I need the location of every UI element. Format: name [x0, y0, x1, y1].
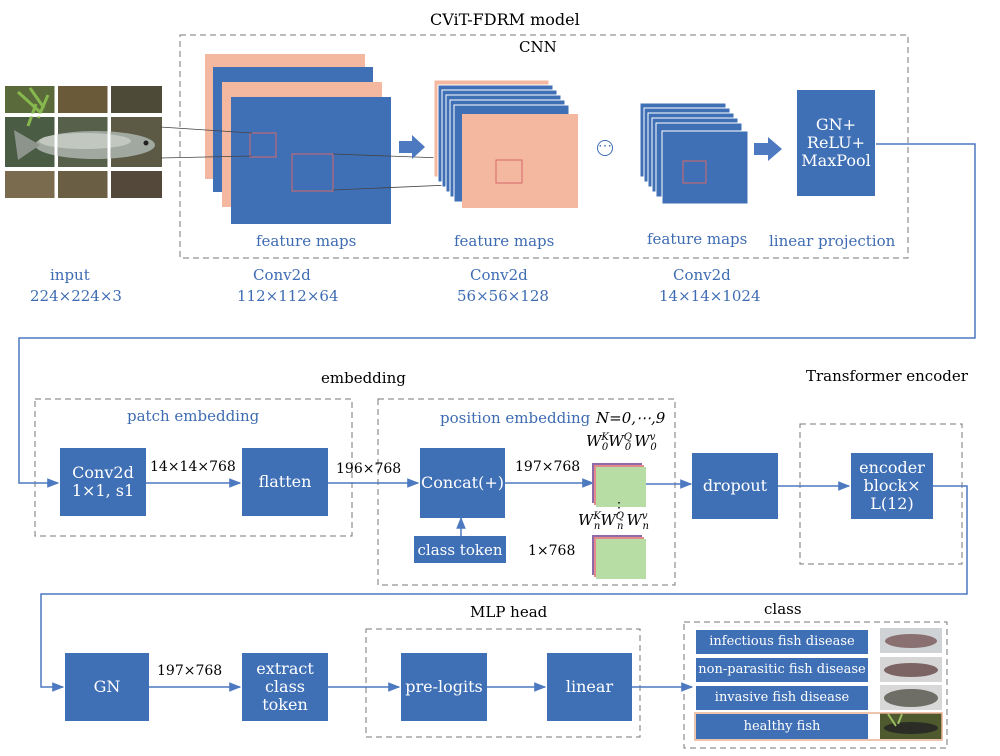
w-q-top: W: [608, 432, 624, 450]
flatten-output-size: 196×768: [336, 461, 402, 477]
stage2-op: Conv2d: [470, 266, 528, 284]
patch-embedding-box: [34, 398, 353, 537]
pre-logits-block: pre-logits: [401, 653, 487, 721]
cvit-model-dashed-box: [179, 34, 909, 259]
w-k-bottom: W: [578, 511, 594, 529]
weight-stack-top: [592, 463, 646, 507]
conv2d-1x1-block: Conv2d 1×1, s1: [60, 448, 146, 516]
encoder-box: [799, 423, 963, 565]
stage1-maps-label: feature maps: [256, 232, 357, 250]
w-k-top: W: [586, 432, 602, 450]
conv-output-size: 14×14×768: [150, 459, 236, 475]
class-token-block: class token: [414, 536, 506, 563]
healthy-fish-highlight: [694, 712, 943, 741]
gn-block: GN: [65, 653, 149, 721]
w-q-bottom: W: [600, 511, 616, 529]
weights-ellipsis: ⋮: [612, 500, 626, 516]
diagram-title: CViT-FDRM model: [430, 10, 580, 29]
class-label: class: [764, 600, 802, 618]
class-thumbnails: [880, 628, 942, 739]
stage1-size: 112×112×64: [237, 287, 339, 305]
linear-block: linear: [547, 653, 632, 721]
flatten-block: flatten: [242, 448, 328, 516]
class-item-infectious: infectious fish disease: [696, 630, 868, 654]
patch-embedding-label: patch embedding: [127, 407, 260, 425]
weight-stack-bottom: [592, 535, 646, 579]
class-item-invasive: invasive fish disease: [696, 686, 868, 710]
class-item-3-label: healthy fish: [743, 718, 821, 734]
class-item-0-label: infectious fish disease: [709, 634, 855, 649]
stage3-maps-label: feature maps: [647, 230, 748, 248]
stage-dots: ⋯: [597, 138, 613, 156]
encoder-line-1: encoder: [859, 458, 925, 477]
feature-maps-stage3: [639, 102, 749, 205]
concat-block: Concat(+): [420, 448, 505, 518]
mlp-head-box: [365, 628, 641, 738]
class-item-healthy: healthy fish: [696, 714, 868, 739]
dropout-label: dropout: [702, 476, 768, 495]
transformer-encoder-label: Transformer encoder: [806, 367, 968, 385]
gn-label: GN: [93, 677, 121, 696]
class-item-2-label: invasive fish disease: [714, 690, 850, 705]
conv-line-2: 1×1, s1: [71, 481, 135, 500]
pre-logits-label: pre-logits: [405, 677, 483, 696]
class-item-non-parasitic: non-parasitic fish disease: [696, 658, 868, 682]
connector-cnn-to-embedding: [18, 143, 976, 488]
input-label: input: [50, 266, 90, 284]
conv-line-1: Conv2d: [72, 463, 134, 482]
cnn-arrow-2: [754, 137, 782, 161]
extract-line-1: extract: [256, 659, 314, 678]
dropout-block: dropout: [692, 453, 778, 519]
input-size: 224×224×3: [30, 287, 122, 305]
w-v-bottom: W: [626, 511, 642, 529]
feature-maps-stage1: [205, 54, 391, 224]
stage1-op: Conv2d: [253, 266, 311, 284]
encoder-line-3: L(12): [870, 494, 914, 513]
encoder-block: encoder block× L(12): [851, 453, 933, 519]
stage3-size: 14×14×1024: [659, 287, 761, 305]
gn-line-2: ReLU+: [806, 133, 866, 152]
position-embedding-box: [377, 398, 676, 586]
flatten-label: flatten: [258, 472, 312, 491]
concat-output-size: 197×768: [515, 459, 581, 475]
linear-projection-label: linear projection: [769, 232, 896, 250]
mlp-head-label: MLP head: [470, 603, 548, 621]
input-projection-line-2: [159, 155, 253, 159]
embedding-label: embedding: [321, 369, 406, 387]
gn-relu-maxpool-block: GN+ ReLU+ MaxPool: [797, 90, 875, 196]
concat-label: Concat(+): [421, 473, 504, 492]
linear-label: linear: [565, 677, 614, 696]
stage2-maps-label: feature maps: [454, 232, 555, 250]
connector-encoder-to-head: [40, 485, 968, 692]
extract-line-3: token: [262, 695, 308, 714]
stage3-op: Conv2d: [673, 266, 731, 284]
gn-output-size: 197×768: [157, 663, 223, 679]
position-embedding-label: position embedding: [440, 409, 591, 427]
cnn-label: CNN: [519, 38, 557, 56]
input-image: [5, 86, 162, 198]
extract-line-2: class: [264, 677, 306, 696]
w-v-top: W: [634, 432, 650, 450]
feature-maps-stage2: [433, 79, 578, 208]
gn-line-3: MaxPool: [801, 151, 871, 170]
cnn-arrow-1: [399, 135, 425, 159]
class-token-size: 1×768: [528, 543, 576, 559]
class-token-label: class token: [417, 540, 503, 559]
gn-line-1: GN+: [815, 115, 857, 134]
class-item-1-label: non-parasitic fish disease: [698, 662, 866, 677]
extract-class-token-block: extract class token: [242, 653, 328, 721]
stage2-size: 56×56×128: [457, 287, 549, 305]
n-range-label: N=0,⋯,9: [596, 409, 666, 427]
encoder-line-2: block×: [863, 476, 921, 495]
input-projection-line-1: [159, 126, 253, 134]
